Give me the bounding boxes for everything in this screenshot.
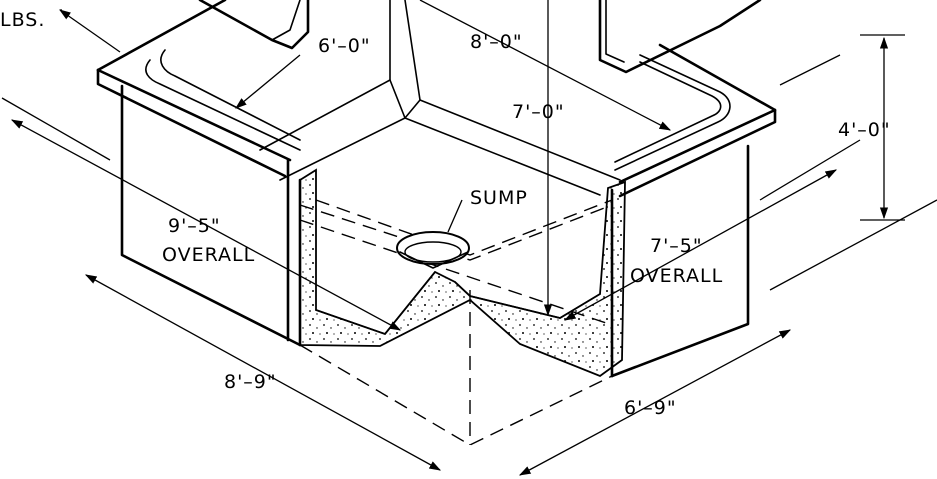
label-top-inner-left: 6'–0" xyxy=(318,35,371,57)
label-lbs: LBS. xyxy=(0,9,45,31)
label-sump: SUMP xyxy=(470,187,528,209)
top-slab xyxy=(96,0,777,198)
label-bottom-right: 6'–9" xyxy=(624,397,677,419)
lifted-lid-right xyxy=(598,0,762,74)
label-bottom-left: 8'–9" xyxy=(224,371,277,393)
label-depth-inner: 7'–0" xyxy=(512,101,565,123)
sump xyxy=(396,231,470,269)
lifted-lid-left xyxy=(198,0,310,50)
label-overall-left-word: OVERALL xyxy=(162,244,255,266)
label-overall-right-word: OVERALL xyxy=(630,265,723,287)
interior-corner xyxy=(259,0,621,196)
label-height: 4'–0" xyxy=(838,119,891,141)
cutaway-section xyxy=(298,168,626,378)
label-top-inner-right: 8'–0" xyxy=(470,31,523,53)
label-overall-left-dim: 9'–5" xyxy=(168,215,221,237)
label-overall-right-dim: 7'–5" xyxy=(650,235,703,257)
